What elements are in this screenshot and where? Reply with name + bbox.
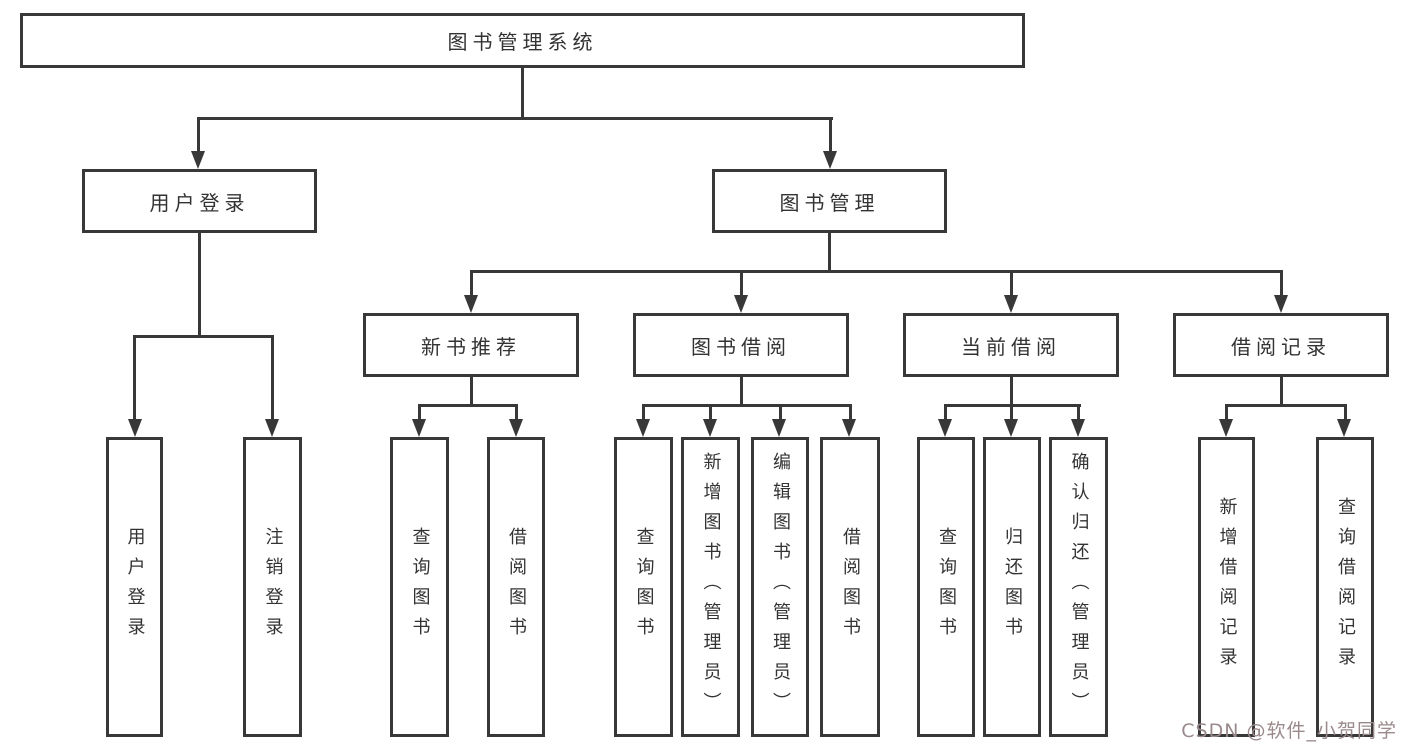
csdn-watermark: CSDN @软件_小贺同学: [1181, 720, 1397, 742]
connector-arm: [829, 117, 832, 154]
leaf-user-login: 用户登录: [106, 437, 163, 737]
arrow-down-icon: [191, 151, 205, 169]
connector-level3-rail: [470, 270, 1283, 273]
connector-root-stub: [521, 68, 524, 119]
leaf-add-borrow-record: 新增借阅记录: [1198, 437, 1255, 737]
connector-arm: [418, 404, 421, 422]
connector-arm: [779, 404, 782, 422]
connector-arm: [470, 270, 473, 297]
connector-arm: [1010, 404, 1013, 422]
arrow-down-icon: [1004, 295, 1018, 313]
leaf-return-books: 归还图书: [983, 437, 1041, 737]
connector-arm: [271, 335, 274, 421]
arrow-down-icon: [509, 419, 523, 437]
connector-arm: [197, 117, 200, 154]
arrow-down-icon: [703, 419, 717, 437]
connector-arm: [709, 404, 712, 422]
leaf-confirm-return-admin: 确认归还（管理员）: [1049, 437, 1108, 737]
arrow-down-icon: [128, 419, 142, 437]
node-book-management: 图书管理: [712, 169, 947, 233]
connector-userlogin-stub: [198, 233, 201, 338]
leaf-borrow-books-borrowing: 借阅图书: [820, 437, 880, 737]
arrow-down-icon: [1337, 419, 1351, 437]
connector-rail: [1225, 404, 1347, 407]
connector-arm: [849, 404, 852, 422]
connector-level2-rail: [197, 117, 833, 120]
leaf-query-borrow-record: 查询借阅记录: [1316, 437, 1374, 737]
connector-arm: [740, 270, 743, 297]
connector-arm: [133, 335, 136, 421]
arrow-down-icon: [412, 419, 426, 437]
arrow-down-icon: [265, 419, 279, 437]
node-new-book-recommend: 新书推荐: [363, 313, 579, 377]
arrow-down-icon: [464, 295, 478, 313]
connector-arm: [1280, 270, 1283, 297]
arrow-down-icon: [734, 295, 748, 313]
node-user-login: 用户登录: [82, 169, 317, 233]
arrow-down-icon: [842, 419, 856, 437]
leaf-query-books-borrowing: 查询图书: [614, 437, 673, 737]
leaf-query-books-recommend: 查询图书: [390, 437, 449, 737]
arrow-down-icon: [1004, 419, 1018, 437]
arrow-down-icon: [938, 419, 952, 437]
connector-arm: [1077, 404, 1080, 422]
leaf-add-book-admin: 新增图书（管理员）: [681, 437, 740, 737]
node-library-management-system: 图书管理系统: [20, 13, 1025, 68]
arrow-down-icon: [1274, 295, 1288, 313]
connector-stub: [1010, 377, 1013, 407]
arrow-down-icon: [823, 151, 837, 169]
connector-userlogin-rail: [133, 335, 274, 338]
connector-arm: [515, 404, 518, 422]
leaf-query-books-current: 查询图书: [917, 437, 975, 737]
leaf-borrow-books-recommend: 借阅图书: [487, 437, 545, 737]
arrow-down-icon: [1071, 419, 1085, 437]
connector-arm: [642, 404, 645, 422]
connector-rail: [642, 404, 852, 407]
connector-stub: [740, 377, 743, 407]
connector-rail: [418, 404, 518, 407]
connector-arm: [1225, 404, 1228, 422]
arrow-down-icon: [1219, 419, 1233, 437]
leaf-logout: 注销登录: [243, 437, 302, 737]
connector-arm: [1344, 404, 1347, 422]
connector-bookmgmt-stub: [828, 233, 831, 272]
arrow-down-icon: [772, 419, 786, 437]
arrow-down-icon: [636, 419, 650, 437]
node-book-borrowing: 图书借阅: [633, 313, 849, 377]
connector-arm: [944, 404, 947, 422]
node-borrowing-records: 借阅记录: [1173, 313, 1389, 377]
node-current-borrowing: 当前借阅: [903, 313, 1119, 377]
connector-arm: [1010, 270, 1013, 297]
leaf-edit-book-admin: 编辑图书（管理员）: [751, 437, 809, 737]
connector-stub: [1280, 377, 1283, 407]
connector-stub: [470, 377, 473, 407]
